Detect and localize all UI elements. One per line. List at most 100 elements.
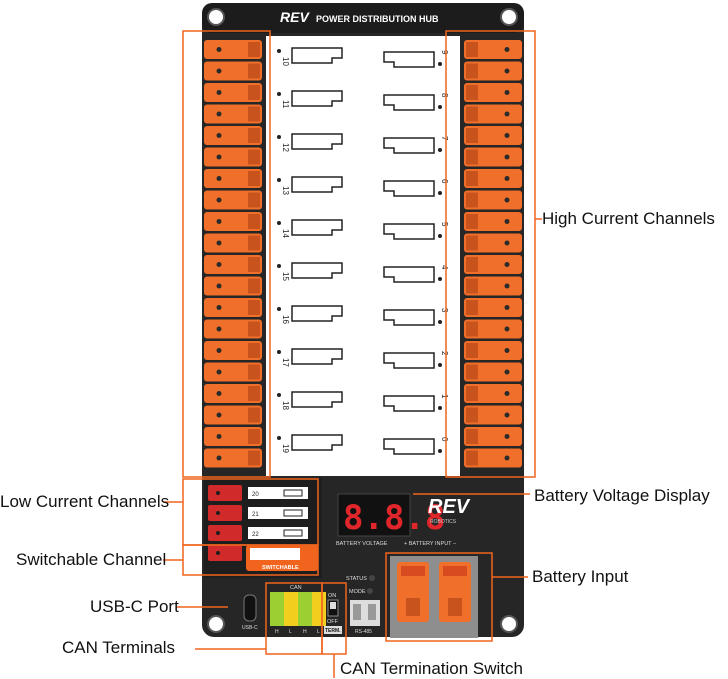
left-lever[interactable]	[204, 104, 262, 124]
right-lever[interactable]	[464, 104, 522, 124]
right-lever-tab	[466, 171, 478, 186]
low-lever[interactable]	[208, 505, 242, 521]
right-lever-hole	[504, 305, 510, 310]
right-lever[interactable]	[464, 427, 522, 446]
right-channel-number: 5	[440, 222, 449, 227]
right-channel-dot	[438, 105, 442, 109]
right-lever-hole	[504, 68, 510, 74]
battery-minus-clip	[448, 598, 462, 616]
mount-hole-bl	[207, 615, 225, 633]
battery-input-label: + BATTERY INPUT −	[404, 541, 456, 547]
left-lever[interactable]	[204, 169, 262, 188]
right-lever-tab	[466, 214, 478, 229]
can-terminal-1[interactable]	[270, 592, 284, 626]
right-lever[interactable]	[464, 405, 522, 425]
left-lever[interactable]	[204, 61, 262, 81]
left-lever-tab	[248, 407, 260, 423]
left-lever-hole	[216, 326, 222, 332]
mode-button[interactable]	[367, 588, 373, 594]
low-lever[interactable]	[208, 485, 242, 501]
right-lever[interactable]	[464, 384, 522, 403]
left-channel-dot	[277, 436, 281, 440]
term-on-label: ON	[328, 593, 336, 599]
low-lever-hole	[216, 551, 220, 555]
right-lever[interactable]	[464, 212, 522, 231]
can-terminal-2[interactable]	[284, 592, 298, 626]
right-lever-hole	[504, 434, 510, 439]
right-lever[interactable]	[464, 190, 522, 210]
right-lever[interactable]	[464, 61, 522, 81]
left-lever[interactable]	[204, 147, 262, 167]
right-lever[interactable]	[464, 276, 522, 296]
brand-logo-top: REV	[280, 9, 310, 25]
left-lever[interactable]	[204, 212, 262, 231]
right-lever-hole	[504, 47, 510, 52]
left-lever-hole	[216, 197, 222, 203]
left-channel-dot	[277, 307, 281, 311]
left-lever[interactable]	[204, 298, 262, 317]
left-channel-dot	[277, 49, 281, 53]
can-pin-2: L	[289, 629, 292, 635]
low-channel-number: 20	[252, 492, 259, 498]
right-channel-number: 2	[440, 351, 449, 356]
right-lever[interactable]	[464, 298, 522, 317]
left-lever[interactable]	[204, 233, 262, 253]
low-current-levers	[208, 485, 242, 561]
left-lever[interactable]	[204, 384, 262, 403]
high-current-box-right	[445, 30, 536, 478]
can-terminal-3[interactable]	[298, 592, 312, 626]
left-lever[interactable]	[204, 255, 262, 274]
left-channel-number: 16	[281, 315, 290, 324]
left-lever-tab	[248, 128, 260, 143]
can-pin-4: L	[317, 629, 320, 635]
left-lever[interactable]	[204, 427, 262, 446]
left-lever-tab	[248, 278, 260, 294]
right-slot	[383, 352, 435, 369]
left-lever[interactable]	[204, 83, 262, 102]
callout-battery-display: Battery Voltage Display	[534, 486, 710, 505]
left-lever[interactable]	[204, 40, 262, 59]
left-lever[interactable]	[204, 319, 262, 339]
left-lever-hole	[216, 133, 222, 138]
left-lever[interactable]	[204, 448, 262, 468]
left-lever[interactable]	[204, 341, 262, 360]
low-lever[interactable]	[208, 545, 242, 561]
left-lever-hole	[216, 391, 222, 396]
left-slot	[291, 434, 343, 451]
right-lever[interactable]	[464, 147, 522, 167]
right-lever[interactable]	[464, 83, 522, 102]
right-lever[interactable]	[464, 255, 522, 274]
right-lever-tab	[466, 235, 478, 251]
right-lever-hole	[504, 133, 510, 138]
right-lever[interactable]	[464, 126, 522, 145]
right-lever-hole	[504, 90, 510, 95]
usb-c-port[interactable]	[243, 594, 257, 622]
term-switch-knob[interactable]	[330, 602, 336, 609]
left-lever[interactable]	[204, 126, 262, 145]
right-lever-tab	[466, 42, 478, 57]
battery-plus-top	[401, 566, 425, 576]
right-lever[interactable]	[464, 169, 522, 188]
brand-logo-mid: REV	[428, 496, 471, 518]
left-slot	[291, 305, 343, 322]
right-lever-tab	[466, 149, 478, 165]
right-lever[interactable]	[464, 319, 522, 339]
left-slot	[291, 391, 343, 408]
right-lever[interactable]	[464, 448, 522, 468]
left-lever[interactable]	[204, 362, 262, 382]
can-terminal-4[interactable]	[312, 592, 326, 626]
left-lever[interactable]	[204, 276, 262, 296]
callout-can-term-switch: CAN Termination Switch	[340, 659, 523, 678]
right-lever[interactable]	[464, 40, 522, 59]
left-lever[interactable]	[204, 405, 262, 425]
term-label: TERM.	[325, 628, 341, 634]
right-lever[interactable]	[464, 362, 522, 382]
right-lever-tab	[466, 85, 478, 100]
left-channel-number: 15	[281, 272, 290, 281]
right-lever[interactable]	[464, 233, 522, 253]
right-lever[interactable]	[464, 341, 522, 360]
low-lever[interactable]	[208, 525, 242, 541]
right-slot	[383, 51, 435, 68]
left-lever[interactable]	[204, 190, 262, 210]
switchable-label: SWITCHABLE	[262, 565, 299, 571]
